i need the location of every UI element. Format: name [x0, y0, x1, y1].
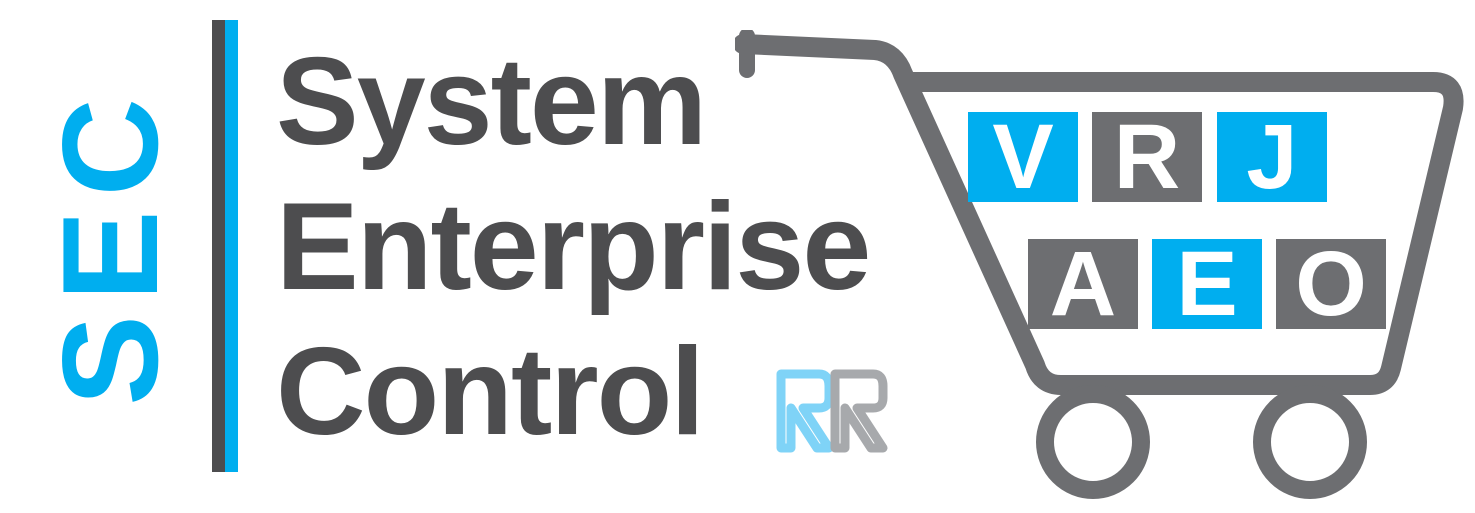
cart-tile: J [1217, 111, 1327, 203]
divider-dark-bar [212, 20, 225, 472]
divider-blue-bar [225, 20, 238, 472]
cart-wheel-right [1253, 385, 1367, 499]
cart-wheel-left [1036, 385, 1150, 499]
cart-tile: E [1152, 238, 1262, 330]
sec-abbreviation: SEC [34, 84, 186, 406]
cart-tile: O [1276, 238, 1386, 330]
shopping-cart-icon: V R J A E O [735, 30, 1475, 513]
title-line-enterprise: Enterprise [276, 178, 871, 316]
cart-tile: R [1092, 111, 1202, 203]
cart-tile: V [968, 111, 1078, 203]
title-line-control: Control [276, 323, 705, 461]
rr-right-letter [830, 369, 888, 453]
cart-tile: A [1028, 238, 1138, 330]
title-line-system: System [276, 33, 707, 171]
vertical-divider [212, 20, 238, 472]
rr-monogram-icon [776, 369, 888, 453]
logo-title: System Enterprise Control [276, 30, 871, 465]
rr-left-letter [776, 369, 834, 453]
cart-outline [735, 34, 1464, 395]
